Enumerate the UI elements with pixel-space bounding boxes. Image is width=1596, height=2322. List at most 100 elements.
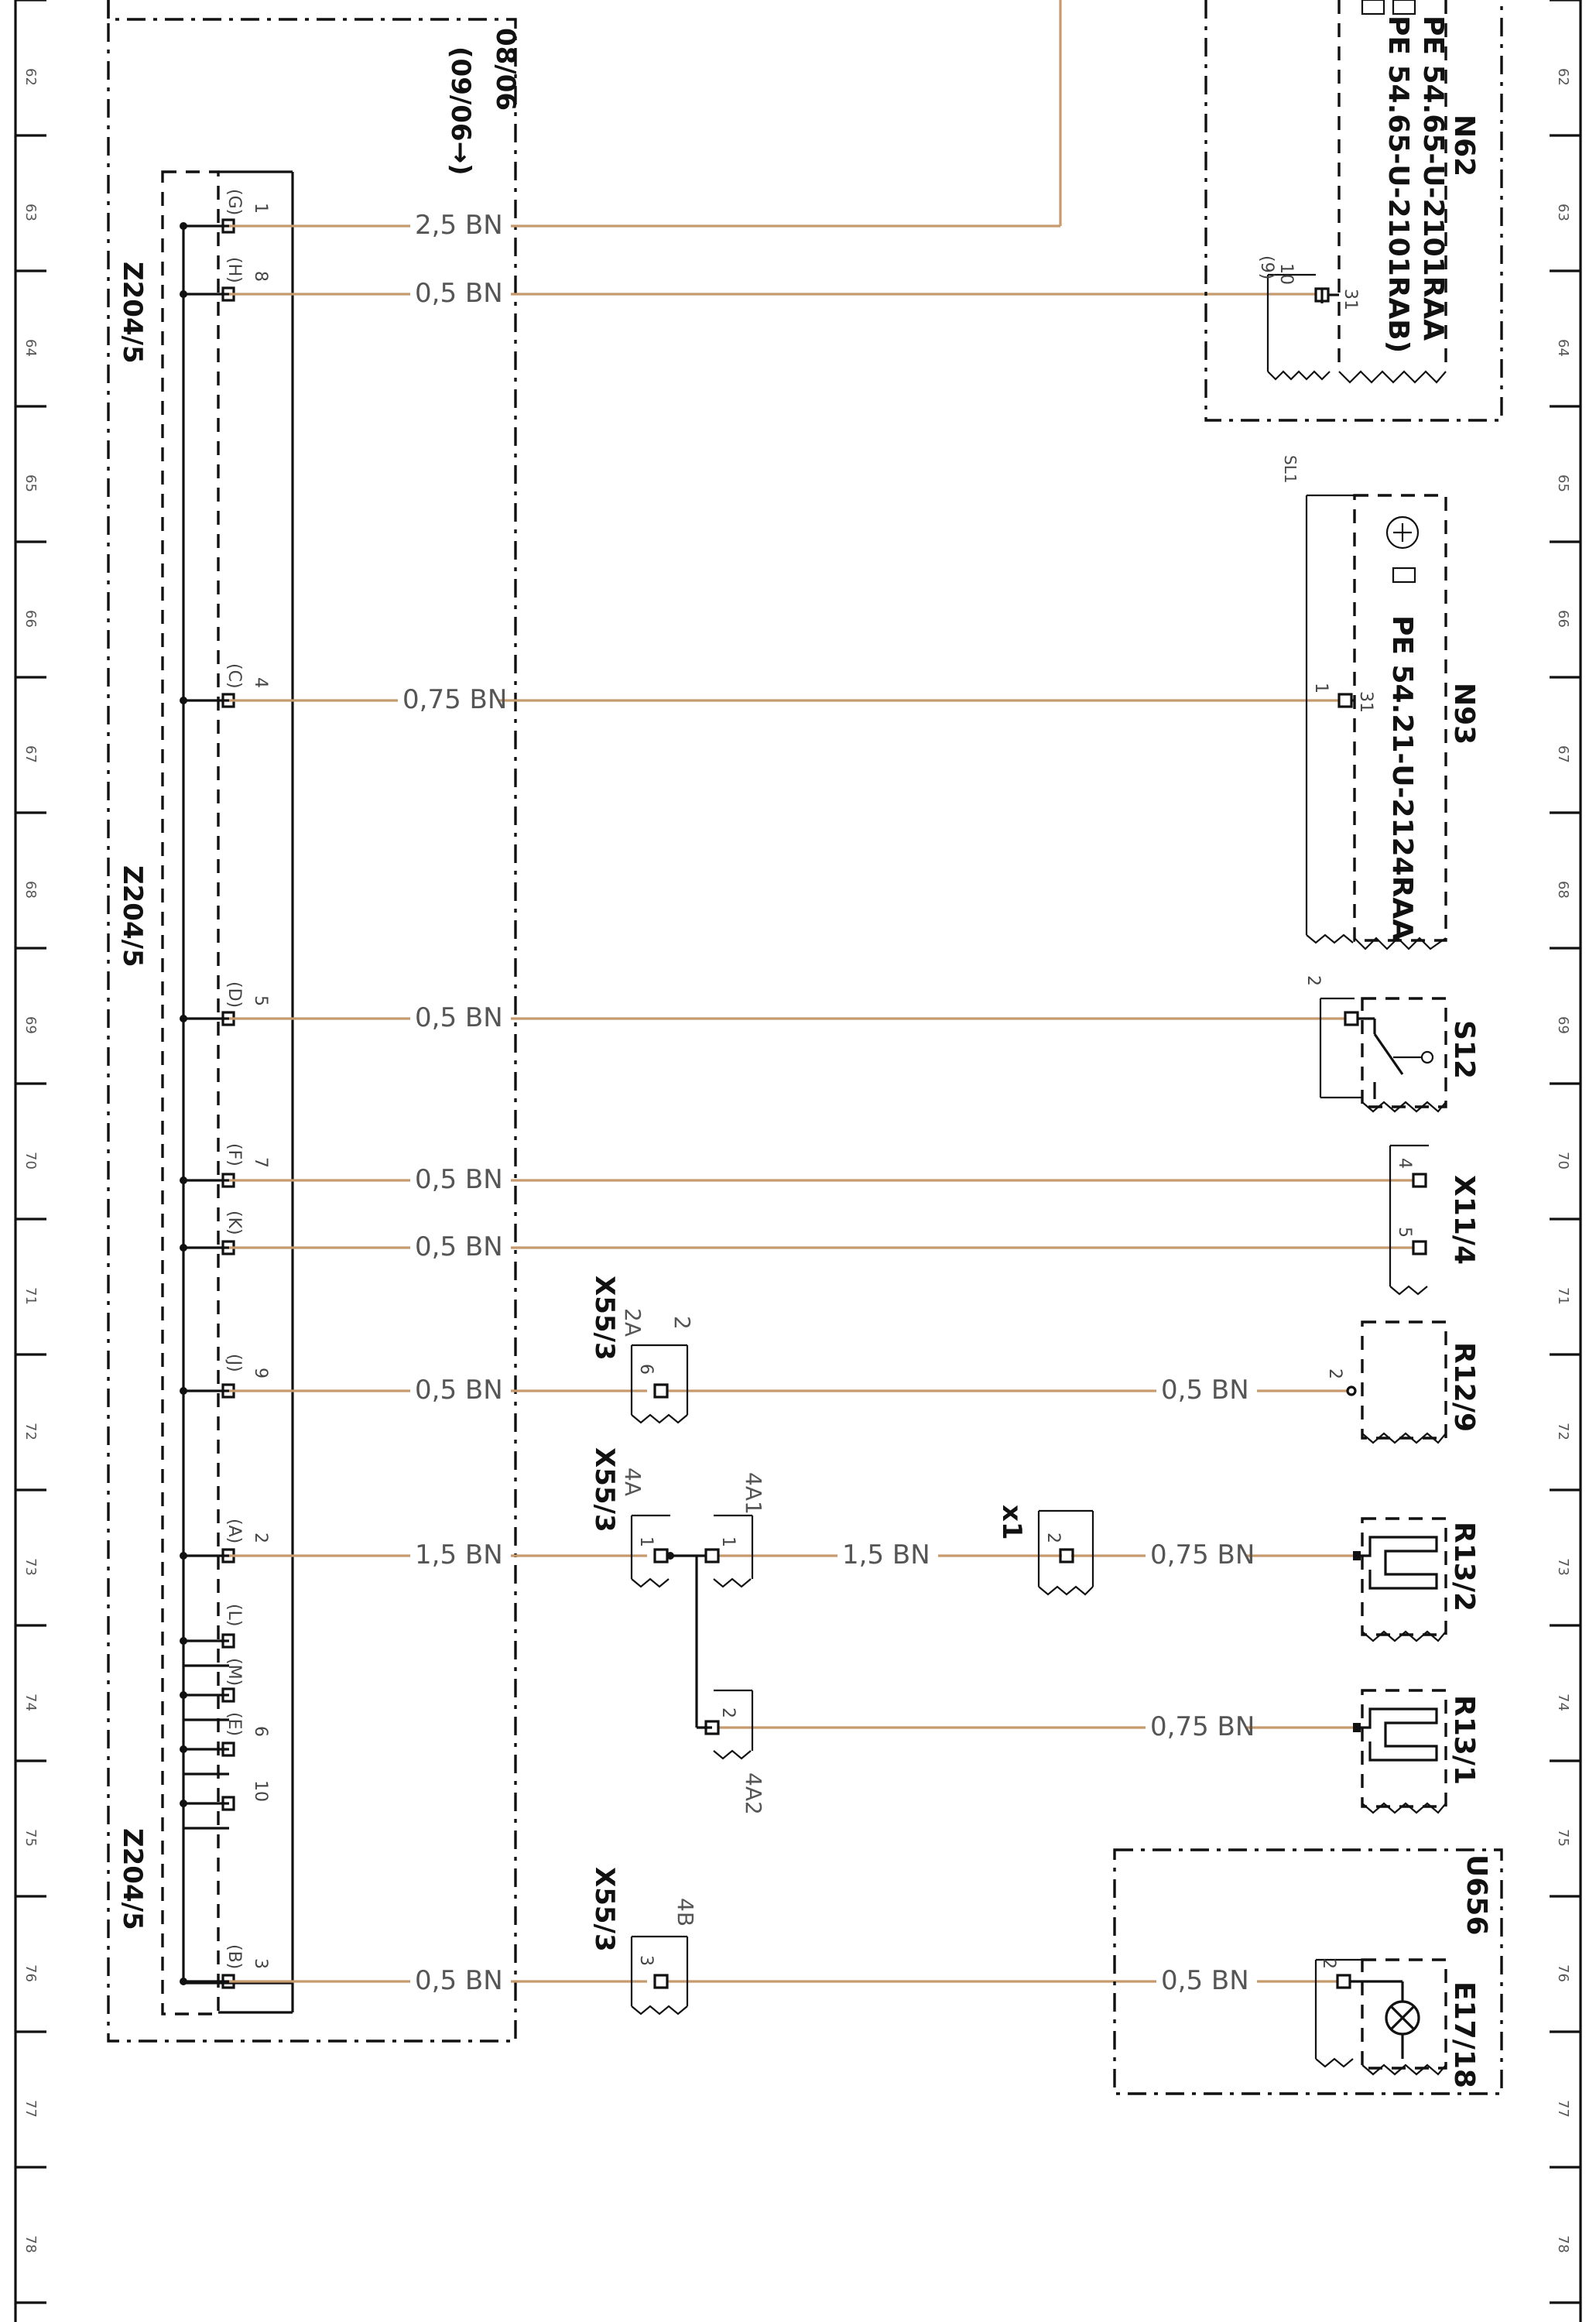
x55-4a-pin: 1 <box>636 1536 656 1547</box>
x11-connector: 4 5 X11/4 <box>1389 1144 1480 1296</box>
z204-pin-number: 6 <box>251 1726 270 1737</box>
wire-label: 1,5 BN <box>415 1539 503 1570</box>
x55-4b-code: 4B <box>673 1898 698 1926</box>
z204-pin: 2(A) <box>180 1519 270 1563</box>
grid-number-right: 64 <box>1555 339 1571 357</box>
ground-taps <box>183 1664 229 1830</box>
x55-connector-4b: 3 4B X55/3 <box>589 1867 698 2015</box>
grid-number-right: 71 <box>1555 1287 1571 1305</box>
u656-module: 2 U656 E17/18 <box>1113 1848 1503 2095</box>
z204-pin-number: 8 <box>251 271 270 282</box>
z204-pin-number: 1 <box>251 203 270 214</box>
z204-pin-code: (B) <box>224 1944 244 1969</box>
wire-label: 0,5 BN <box>1161 1375 1249 1406</box>
wire-label: 2,5 BN <box>415 210 503 241</box>
grid-number-right: 63 <box>1555 204 1571 221</box>
wire-label: 0,5 BN <box>415 1375 503 1406</box>
r13-2-label: R13/2 <box>1448 1522 1480 1611</box>
grid-number-right: 74 <box>1555 1694 1571 1711</box>
x1-label: x1 <box>996 1505 1027 1540</box>
x55-2a-pin: 6 <box>636 1364 656 1375</box>
wire-label: 1,5 BN <box>842 1539 930 1570</box>
z204-pin: 10 <box>180 1780 270 1811</box>
z204-pin: (K) <box>180 1211 244 1255</box>
x1-connector: 2 x1 <box>996 1505 1094 1596</box>
grid-number-left: 64 <box>22 339 39 357</box>
grid-number-left: 70 <box>22 1152 39 1170</box>
grid-number-left: 74 <box>22 1694 39 1711</box>
grid-number-left: 63 <box>22 204 39 221</box>
z204-pin-group: 1(G)8(H)4(C)5(D)7(F)(K)9(J)2(A)(L)(M)6(E… <box>180 189 270 1989</box>
x55-connector-4a: 1 4A X55/3 1 4A1 2 4A2 <box>589 1447 766 1815</box>
grid-number-right: 66 <box>1555 610 1571 628</box>
wire-label: 0,5 BN <box>415 278 503 309</box>
s12-label: S12 <box>1448 1020 1480 1079</box>
z204-pin-code: (H) <box>224 257 244 283</box>
z204-pin: (L) <box>180 1604 244 1649</box>
z204-pin-code: (F) <box>224 1143 244 1166</box>
pointing-hand-icon <box>1361 0 1416 15</box>
grid-number-left: 65 <box>22 474 39 492</box>
wire-label: 0,5 BN <box>415 1231 503 1262</box>
z204-label-mid: Z204/5 <box>117 865 148 968</box>
heater-element-icon <box>1353 1536 1438 1590</box>
z204-pin-code: (C) <box>224 663 244 689</box>
z204-pin-code: (K) <box>224 1211 244 1235</box>
grid-number-right: 78 <box>1555 2235 1571 2253</box>
r13-1-component: R13/1 <box>1353 1689 1480 1814</box>
z204-inner-block <box>161 170 220 2015</box>
x55-4a-label: X55/3 <box>589 1447 620 1533</box>
n62-pin: 10 <box>1276 263 1296 285</box>
z204-label-top: Z204/5 <box>117 262 148 364</box>
z204-pin-code: (A) <box>224 1519 244 1543</box>
n62-terminal: 31 <box>1341 289 1360 310</box>
wire-label: 0,75 BN <box>1150 1539 1255 1570</box>
z204-pin-code: (E) <box>224 1712 244 1736</box>
z204-pin-code: (J) <box>224 1354 244 1372</box>
x55-2a-code: 2A <box>620 1308 646 1337</box>
grid-number-right: 77 <box>1555 2100 1571 2118</box>
grid-number-left: 72 <box>22 1423 39 1440</box>
grid-number-left: 71 <box>22 1287 39 1305</box>
x55-connector-2a: 6 2A 2 X55/3 <box>589 1276 695 1424</box>
grid-number-left: 67 <box>22 745 39 763</box>
grid-number-left: 77 <box>22 2100 39 2118</box>
x55-4a1-pin: 1 <box>718 1536 738 1547</box>
z204-pin-number: 3 <box>251 1958 270 1969</box>
z204-pin-code: (G) <box>224 189 244 215</box>
n93-ref: PE 54.21-U-2124RAA <box>1386 615 1418 940</box>
r12-component: 2 R12/9 <box>1325 1320 1480 1444</box>
grid-number-right: 73 <box>1555 1558 1571 1576</box>
z204-pin: 8 (H) <box>180 257 270 302</box>
n93-module: SL1 1 31 N93 PE 54.21-U-2124RAA <box>1281 455 1480 950</box>
n93-pin: 1 <box>1311 683 1331 694</box>
wire-label: 0,5 BN <box>415 1002 503 1033</box>
r12-label: R12/9 <box>1448 1342 1480 1432</box>
z204-pin: (M) <box>180 1658 244 1703</box>
x55-4b-pin: 3 <box>636 1955 656 1966</box>
s12-pin: 2 <box>1303 975 1323 986</box>
z204-label-bot: Z204/5 <box>117 1828 148 1930</box>
n62-module: 10 (9) 31 N62 PE 54.65-U-2101RAA PE 54.6… <box>1204 0 1503 422</box>
grid-number-right: 76 <box>1555 1964 1571 1982</box>
e17-pin: 2 <box>1319 1958 1338 1969</box>
grid-number-right: 68 <box>1555 881 1571 899</box>
grid-number-left: 73 <box>22 1558 39 1576</box>
z204-pin: 7 (F) <box>180 1143 270 1188</box>
z204-pin-number: 5 <box>251 995 270 1006</box>
x55-4a2-pin: 2 <box>718 1707 738 1718</box>
x1-pin: 2 <box>1043 1533 1063 1543</box>
r13-1-label: R13/1 <box>1448 1695 1480 1785</box>
z204-pin-code: (M) <box>224 1658 244 1686</box>
grid-number-left: 78 <box>22 2235 39 2253</box>
n93-terminal: 31 <box>1356 691 1375 713</box>
sl1-label: SL1 <box>1281 455 1300 484</box>
x11-pin-5: 5 <box>1395 1227 1414 1238</box>
z204-pin: 5(D) <box>180 981 270 1026</box>
z204-pin-number: 7 <box>251 1157 270 1168</box>
heater-element-icon <box>1353 1707 1438 1762</box>
grid-number-right: 72 <box>1555 1423 1571 1440</box>
transistor-icon <box>1385 515 1420 550</box>
lamp-icon <box>1385 2000 1420 2036</box>
